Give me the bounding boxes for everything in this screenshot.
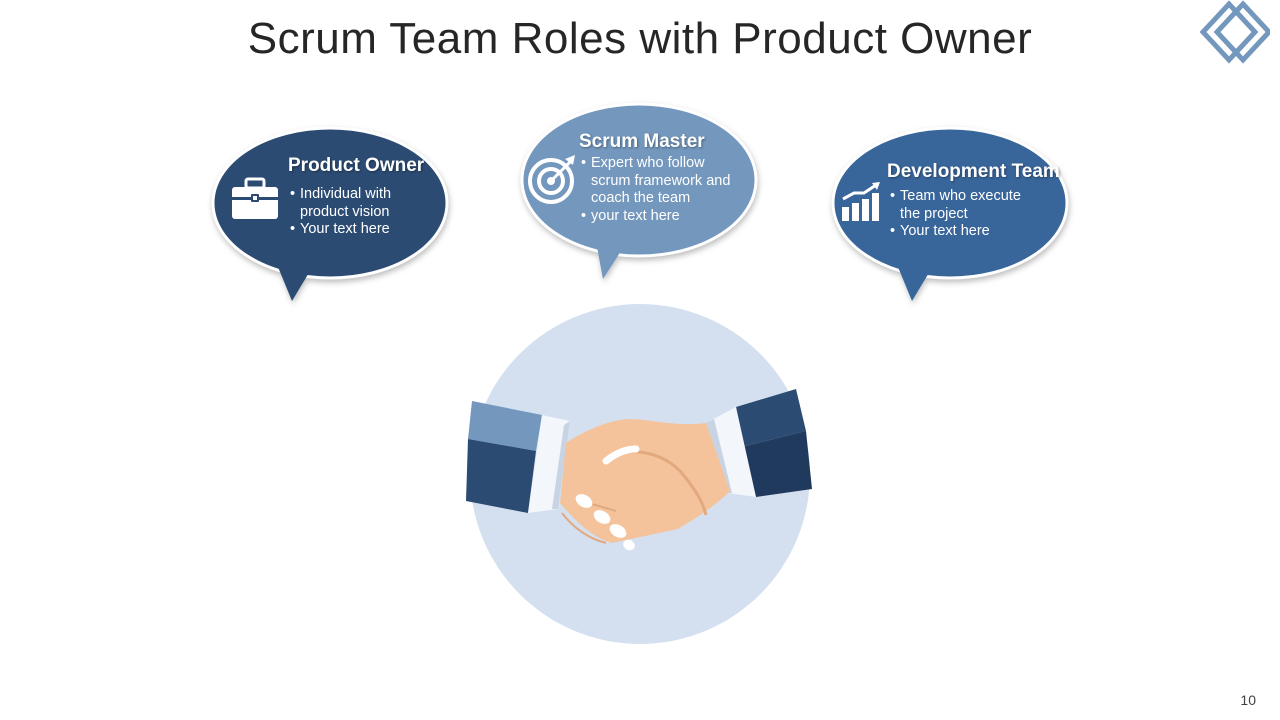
scrum-master-bullets: Expert who follow scrum framework and co… xyxy=(581,155,741,225)
development-team-title: Development Team xyxy=(887,161,1060,182)
development-team-bubble: Development Team Team who execute the pr… xyxy=(831,126,1072,303)
scrum-master-title: Scrum Master xyxy=(579,131,705,152)
bullet-item: Individual with product vision xyxy=(290,186,420,221)
bullet-item: your text here xyxy=(581,208,741,226)
product-owner-bubble: Product Owner Individual with product vi… xyxy=(211,126,452,303)
product-owner-bullets: Individual with product vision Your text… xyxy=(290,186,420,239)
target-icon xyxy=(528,155,575,204)
handshake-illustration xyxy=(466,304,812,644)
diamond-logo-icon xyxy=(1199,0,1270,64)
development-team-bullets: Team who execute the project Your text h… xyxy=(890,188,1025,241)
slide-title: Scrum Team Roles with Product Owner xyxy=(247,14,1033,63)
bullet-item: Your text here xyxy=(290,221,420,239)
briefcase-icon xyxy=(232,177,278,219)
left-sleeve xyxy=(466,401,570,513)
growth-chart-icon xyxy=(842,182,880,221)
scrum-master-bubble: Scrum Master Expert who follow scrum fra… xyxy=(520,102,761,283)
right-sleeve xyxy=(706,389,812,497)
page-number: 10 xyxy=(1240,692,1256,708)
bullet-item: Your text here xyxy=(890,223,1025,241)
bullet-item: Expert who follow scrum framework and co… xyxy=(581,155,741,208)
product-owner-title: Product Owner xyxy=(288,155,425,176)
bullet-item: Team who execute the project xyxy=(890,188,1025,223)
shaking-hands xyxy=(560,419,730,551)
